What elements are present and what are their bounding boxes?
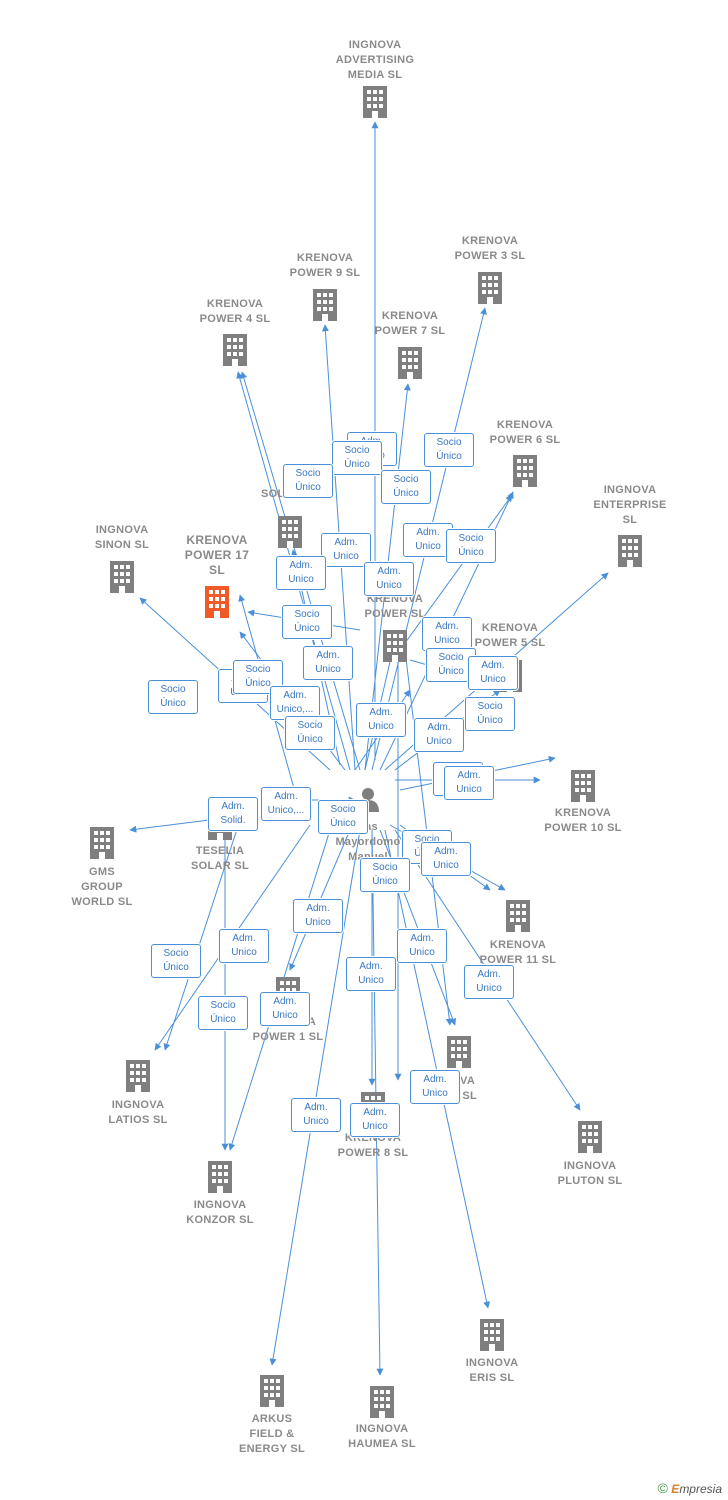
building-icon[interactable]	[618, 535, 642, 567]
building-icon[interactable]	[223, 334, 247, 366]
edge-label[interactable]: Socio Único	[198, 996, 248, 1030]
edge-label[interactable]: Socio Único	[148, 680, 198, 714]
relation-edge-24	[269, 829, 361, 1366]
relation-edge-34	[399, 494, 513, 651]
node-label-n24[interactable]: INGNOVA ERIS SL	[465, 1357, 519, 1384]
building-icon[interactable]	[363, 86, 387, 118]
building-icon[interactable]	[506, 900, 530, 932]
edge-label[interactable]: Adm. Unico	[276, 556, 326, 590]
building-icon[interactable]	[398, 347, 422, 379]
edge-label[interactable]: Adm. Unico,...	[261, 787, 311, 821]
edge-label[interactable]: Adm. Unico	[356, 703, 406, 737]
edge-label[interactable]: Adm. Unico	[410, 1070, 460, 1104]
edge-label[interactable]: Adm. Unico	[303, 646, 353, 680]
edge-label[interactable]: Socio Único	[283, 464, 333, 498]
edge-label[interactable]: Adm. Unico	[364, 562, 414, 596]
focus-building-icon[interactable]	[205, 586, 229, 618]
node-label-n15[interactable]: TESELIA SOLAR SL	[190, 845, 249, 872]
edge-label[interactable]: Adm. Unico	[346, 957, 396, 991]
edge-label[interactable]: Socio Único	[465, 697, 515, 731]
node-label-n3[interactable]: KRENOVA POWER 3 SL	[454, 235, 526, 262]
brand-name: mpresia	[679, 1482, 722, 1496]
node-label-n8[interactable]: INGNOVA ENTERPRISE SL	[593, 483, 667, 526]
edge-label[interactable]: Adm. Unico	[350, 1103, 400, 1137]
node-label-n22[interactable]: INGNOVA PLUTON SL	[557, 1160, 623, 1187]
node-label-n19[interactable]: INGNOVA LATIOS SL	[108, 1099, 168, 1126]
node-label-n23[interactable]: INGNOVA KONZOR SL	[186, 1199, 254, 1226]
edge-label[interactable]: Adm. Unico	[293, 899, 343, 933]
node-label-n4[interactable]: KRENOVA POWER 4 SL	[199, 298, 271, 325]
edge-label[interactable]: Adm. Unico,...	[270, 686, 320, 720]
node-label-n26[interactable]: INGNOVA HAUMEA SL	[348, 1423, 416, 1450]
edge-label[interactable]: Socio Único	[426, 648, 476, 682]
node-label-n9[interactable]: INGNOVA SINON SL	[94, 524, 150, 551]
building-icon[interactable]	[383, 630, 407, 662]
edge-label[interactable]: Adm. Unico	[422, 617, 472, 651]
edge-label[interactable]: Socio Único	[332, 441, 382, 475]
edge-label[interactable]: Adm. Unico	[444, 766, 494, 800]
building-icon[interactable]	[260, 1375, 284, 1407]
node-label-n1[interactable]: INGNOVA ADVERTISING MEDIA SL	[335, 38, 415, 81]
building-icon[interactable]	[208, 1161, 232, 1193]
brand-initial: E	[671, 1482, 680, 1496]
building-icon[interactable]	[126, 1060, 150, 1092]
node-label-n17[interactable]: KRENOVA POWER 11 SL	[479, 939, 557, 966]
relation-edge-25	[384, 829, 491, 1309]
building-icon[interactable]	[278, 516, 302, 548]
edge-label[interactable]: Socio Único	[282, 605, 332, 639]
node-label-n11[interactable]: KRENOVA POWER SL	[364, 593, 426, 620]
edge-label[interactable]: Adm. Unico	[464, 965, 514, 999]
edge-label[interactable]: Socio Único	[424, 433, 474, 467]
edge-label[interactable]: Socio Único	[446, 529, 496, 563]
relation-edge-14	[163, 819, 241, 1051]
edge-label[interactable]: Socio Único	[151, 944, 201, 978]
edge-label[interactable]: Adm. Unico	[219, 929, 269, 963]
edge-label[interactable]: Socio Único	[381, 470, 431, 504]
building-icon[interactable]	[513, 455, 537, 487]
node-label-n10[interactable]: KRENOVA POWER 17 SL	[184, 532, 250, 577]
building-icon[interactable]	[370, 1386, 394, 1418]
edge-label[interactable]: Socio Único	[233, 660, 283, 694]
node-label-n12[interactable]: KRENOVA POWER 5 SL	[474, 622, 546, 649]
copyright-symbol: ©	[657, 1480, 668, 1496]
node-label-n16[interactable]: GMS GROUP WORLD SL	[71, 865, 133, 908]
node-label-n6[interactable]: KRENOVA POWER 6 SL	[489, 419, 561, 446]
building-icon[interactable]	[313, 289, 337, 321]
edge-label[interactable]: Adm. Unico	[414, 718, 464, 752]
edge-label[interactable]: Adm. Unico	[397, 929, 447, 963]
edge-label[interactable]: Adm. Unico	[468, 656, 518, 690]
edge-label[interactable]: Adm. Unico	[403, 523, 453, 557]
edge-label[interactable]: Adm. Unico	[321, 533, 371, 567]
node-label-n5[interactable]: KRENOVA POWER 7 SL	[374, 310, 446, 337]
building-icon[interactable]	[571, 770, 595, 802]
building-icon[interactable]	[447, 1036, 471, 1068]
building-icon[interactable]	[480, 1319, 504, 1351]
building-icon[interactable]	[578, 1121, 602, 1153]
building-icon[interactable]	[478, 272, 502, 304]
building-icon[interactable]	[110, 561, 134, 593]
edge-label[interactable]: Socio Único	[285, 716, 335, 750]
node-label-n25[interactable]: ARKUS FIELD & ENERGY SL	[238, 1412, 306, 1455]
node-label-n2[interactable]: KRENOVA POWER 9 SL	[289, 252, 361, 279]
node-label-n13[interactable]: KRENOVA POWER 10 SL	[544, 807, 622, 834]
edge-label[interactable]: Adm. Unico	[421, 842, 471, 876]
edge-label[interactable]: Adm. Solid.	[208, 797, 258, 831]
brand-footer[interactable]: © Empresia	[658, 1480, 722, 1496]
edge-label[interactable]: Socio Único	[360, 858, 410, 892]
edge-label[interactable]: Socio Único	[318, 800, 368, 834]
building-icon[interactable]	[90, 827, 114, 859]
edge-label[interactable]: Adm. Unico	[291, 1098, 341, 1132]
edge-label[interactable]: Adm. Unico	[260, 992, 310, 1026]
